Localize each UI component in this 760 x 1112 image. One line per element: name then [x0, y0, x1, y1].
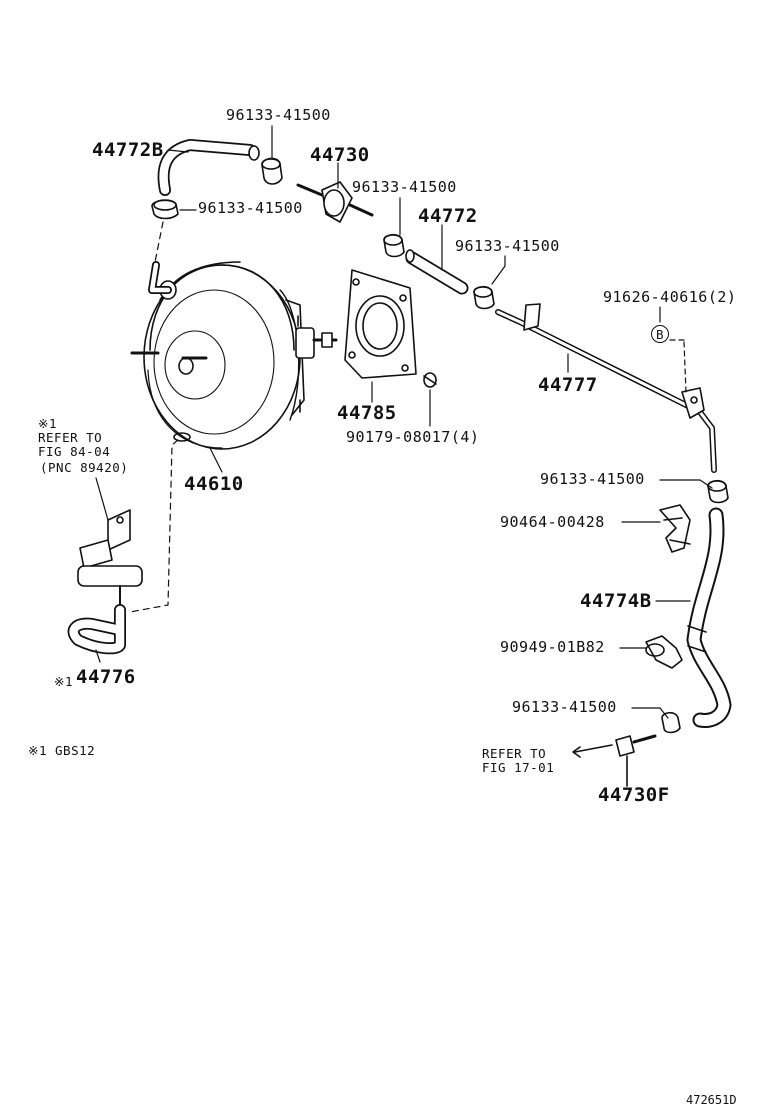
- bracket-84-04: [77, 509, 143, 605]
- clamp-96133-lower1: [707, 479, 729, 504]
- fitting-44730F: [615, 734, 657, 787]
- label-96133-mid: 96133-41500: [352, 178, 457, 196]
- clamp-96133-lower2: [661, 711, 681, 734]
- label-96133-top: 96133-41500: [226, 106, 331, 124]
- hose-44772: [405, 249, 469, 295]
- hose-44776: [67, 604, 126, 655]
- check-valve-44730: [296, 181, 374, 223]
- clip-90949: [645, 635, 683, 669]
- refer-left-line2: FIG 84-04: [38, 444, 111, 459]
- label-44730: 44730: [310, 144, 370, 166]
- booster-inlet-pipe: [148, 261, 172, 294]
- refer-left-line1: REFER TO: [38, 430, 103, 445]
- label-96133-lower1: 96133-41500: [540, 470, 645, 488]
- refer-left-line3: (PNC 89420): [40, 460, 129, 475]
- clip-90464: [659, 504, 691, 553]
- refer-right-line2: FIG 17-01: [482, 760, 555, 775]
- hose-44772B: [157, 139, 260, 196]
- label-90464: 90464-00428: [500, 513, 605, 531]
- note-mark-44776: ※1: [54, 674, 73, 689]
- clamp-96133-mid: [383, 233, 405, 258]
- clamp-96133-top: [261, 157, 283, 185]
- label-44610: 44610: [184, 473, 244, 495]
- refer-right-line1: REFER TO: [482, 746, 547, 761]
- callout-b: B: [651, 325, 669, 343]
- leader-lines: [95, 125, 713, 719]
- label-91626: 91626-40616(2): [603, 288, 737, 306]
- figure-id: 472651D: [686, 1093, 737, 1107]
- label-90949: 90949-01B82: [500, 638, 605, 656]
- label-44776: 44776: [76, 666, 136, 688]
- label-44772: 44772: [418, 205, 478, 227]
- label-96133-lower2: 96133-41500: [512, 698, 617, 716]
- label-44774B: 44774B: [580, 590, 652, 612]
- nut-90179: [423, 372, 437, 388]
- label-44777: 44777: [538, 374, 598, 396]
- label-96133-left: 96133-41500: [198, 199, 303, 217]
- clamp-96133-right: [473, 285, 495, 310]
- label-96133-right: 96133-41500: [455, 237, 560, 255]
- label-44785: 44785: [337, 402, 397, 424]
- label-44730F: 44730F: [598, 784, 670, 806]
- gasket-44785: [344, 269, 417, 379]
- pipe-44777: [495, 303, 717, 473]
- hose-44774B: [686, 507, 732, 728]
- footnote: ※1 GBS12: [28, 743, 96, 758]
- refer-left-mark: ※1: [38, 416, 57, 431]
- brake-booster-44610: [130, 261, 338, 450]
- label-90179: 90179-08017(4): [346, 428, 480, 446]
- clamp-96133-left: [151, 199, 179, 220]
- label-44772B: 44772B: [92, 139, 164, 161]
